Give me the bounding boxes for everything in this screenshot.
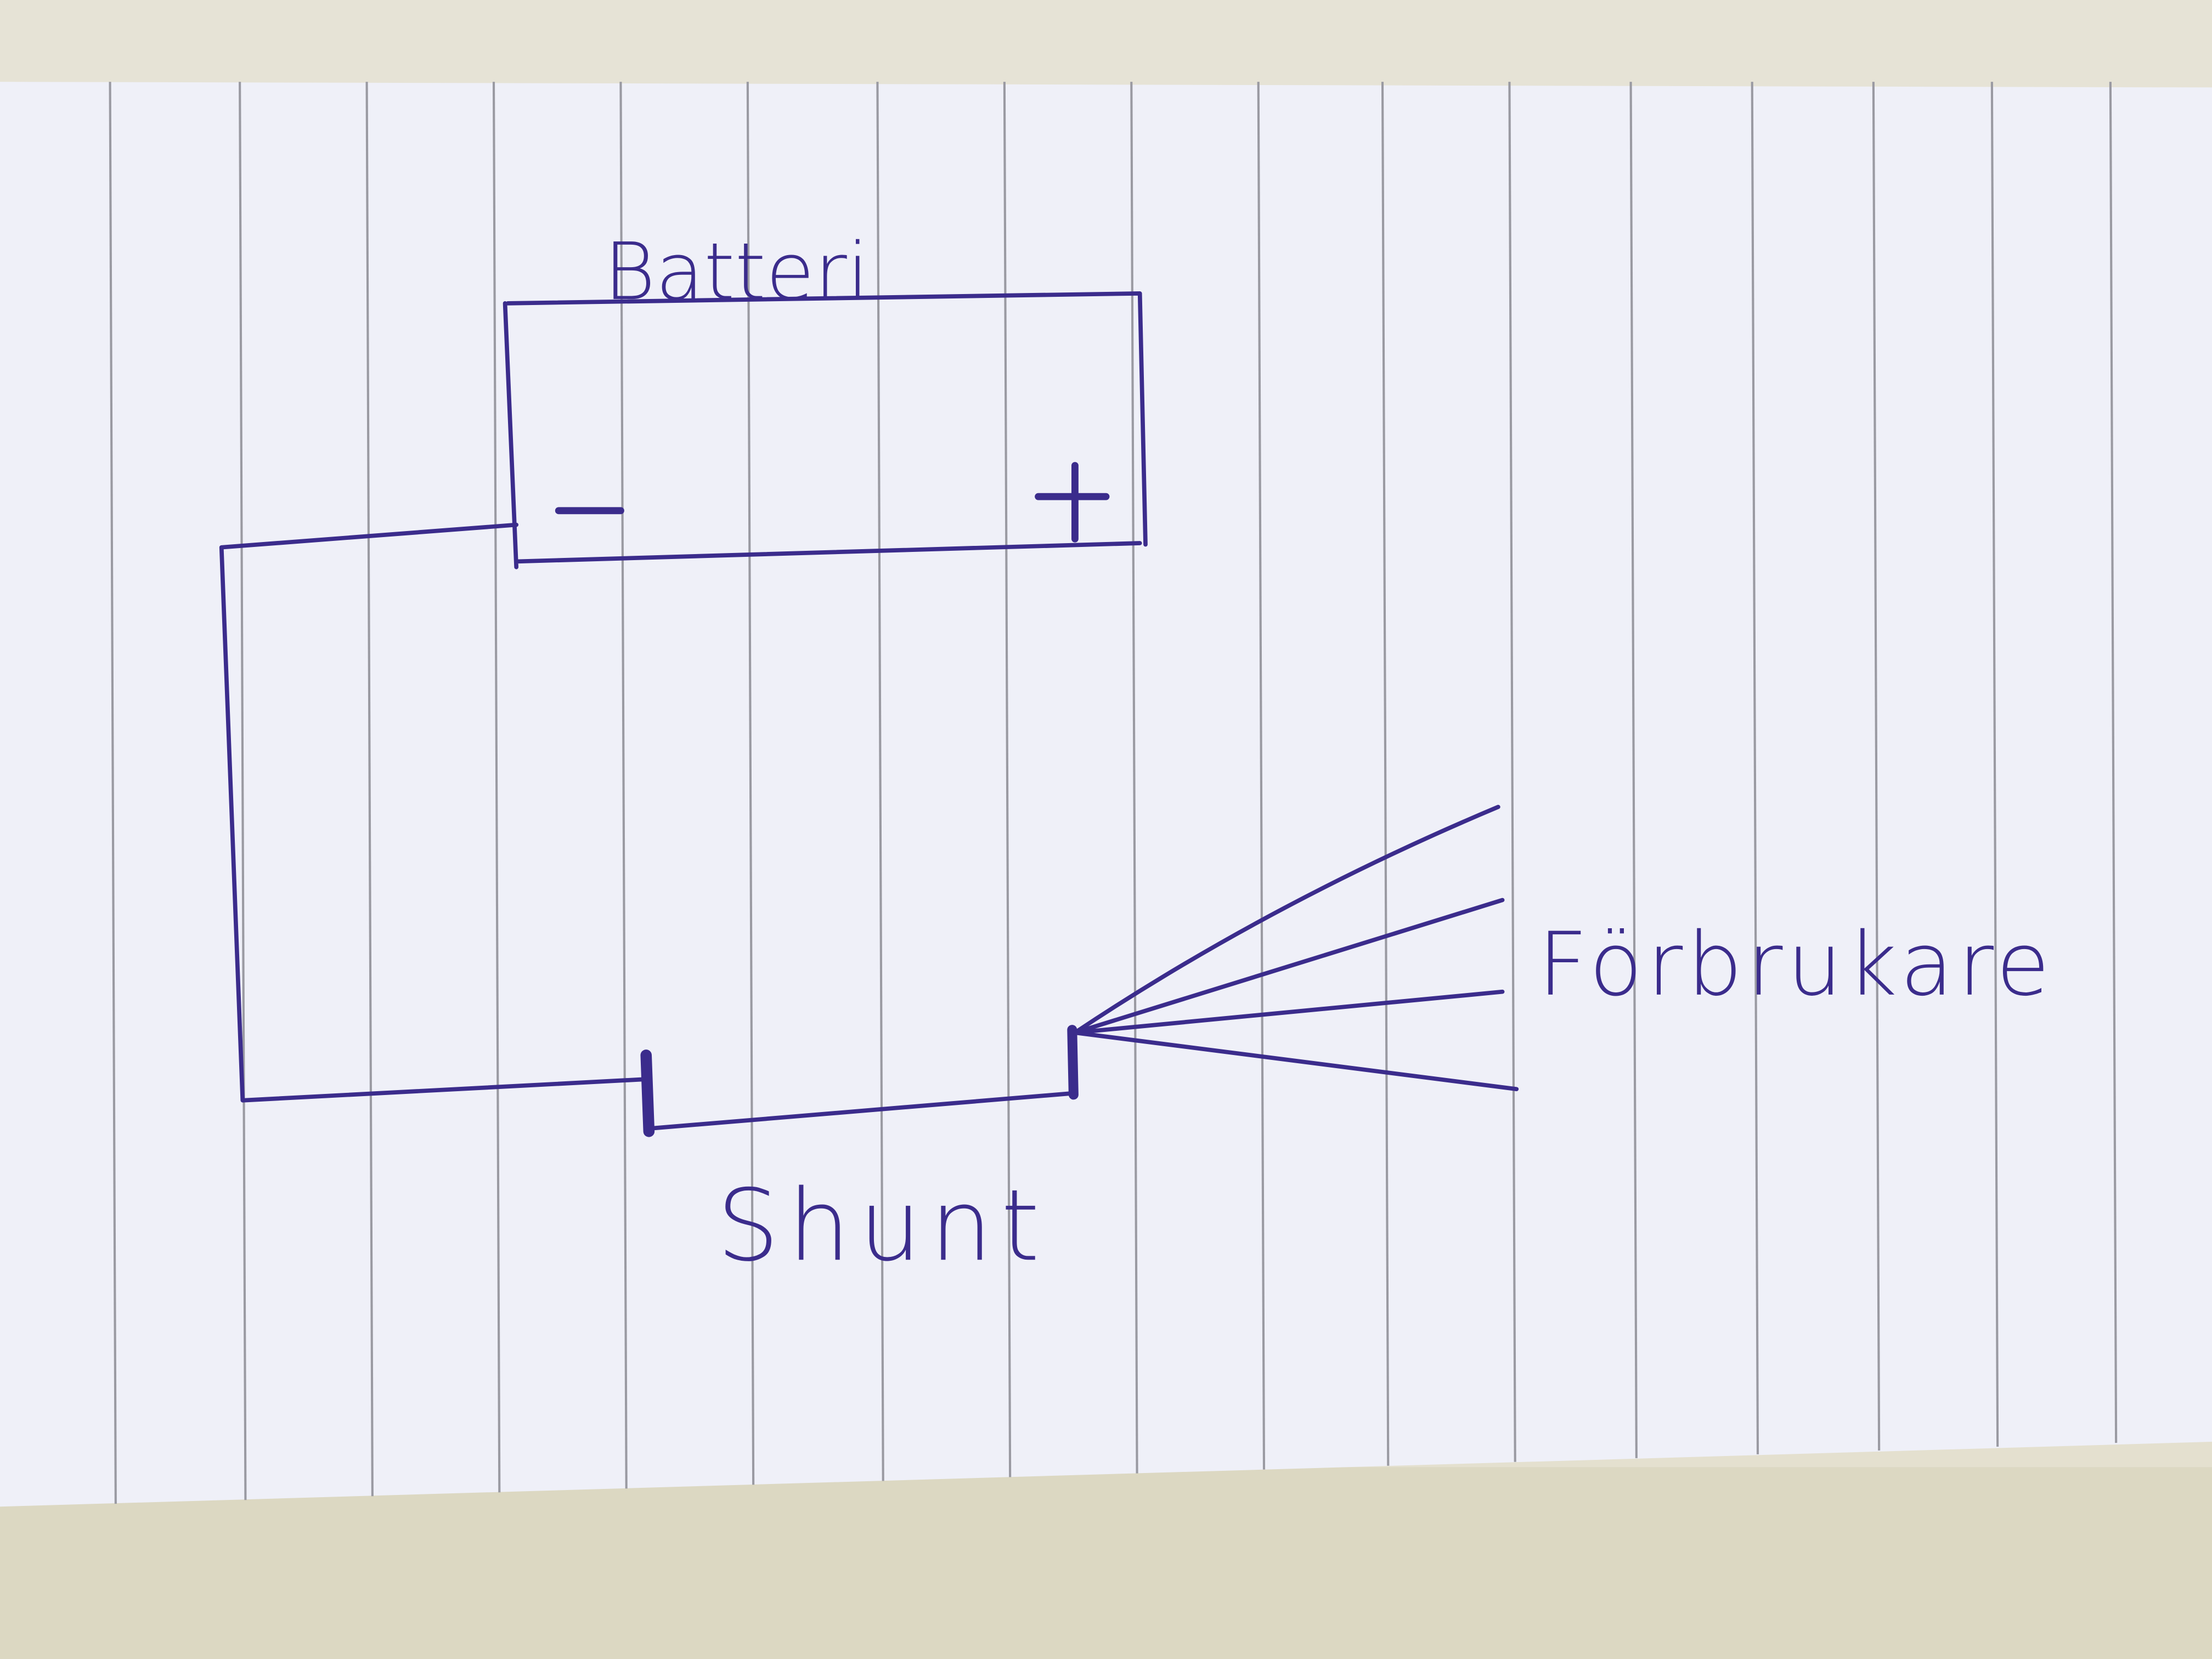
consumers-label: Förbrukare <box>1538 913 2054 1015</box>
table-surface-bottom <box>0 1467 2212 1659</box>
paper-ruling-line <box>1872 82 1881 1451</box>
paper-ruling-line <box>1003 82 1012 1477</box>
paper-ruling-line <box>365 82 374 1497</box>
paper-ruling-line <box>1130 82 1138 1474</box>
paper-ruling-line <box>492 82 501 1493</box>
paper-ruling-line <box>1508 82 1516 1462</box>
table-surface-top <box>0 0 2212 99</box>
shunt-label: Shunt <box>716 1169 1048 1283</box>
paper-ruling-line <box>1629 82 1638 1458</box>
paper-ruling-line <box>746 82 755 1485</box>
paper-rulings <box>109 82 2118 1504</box>
battery-label: Batteri <box>604 225 869 318</box>
consumer-branches: Förbrukare <box>1073 805 2054 1092</box>
paper-ruling-line <box>1257 82 1266 1470</box>
paper-ruling-line <box>619 82 628 1489</box>
paper-ruling-line <box>1990 82 1999 1447</box>
battery: Batteri <box>503 225 1148 569</box>
shunt-right-terminal <box>1067 1025 1079 1100</box>
paper-ruling-line <box>876 82 884 1481</box>
paper-ruling-line <box>2109 82 2118 1443</box>
circuit-wire <box>219 522 1075 1131</box>
shunt-left-terminal <box>640 1049 655 1137</box>
paper-ruling-line <box>109 82 117 1504</box>
paper-ruling-line <box>1751 82 1759 1454</box>
paper-ruling-line <box>239 82 247 1500</box>
shunt: Shunt <box>640 1025 1079 1283</box>
lined-paper <box>0 82 2212 1507</box>
paper-ruling-line <box>1381 82 1390 1466</box>
battery-positive-mark <box>1035 462 1110 543</box>
